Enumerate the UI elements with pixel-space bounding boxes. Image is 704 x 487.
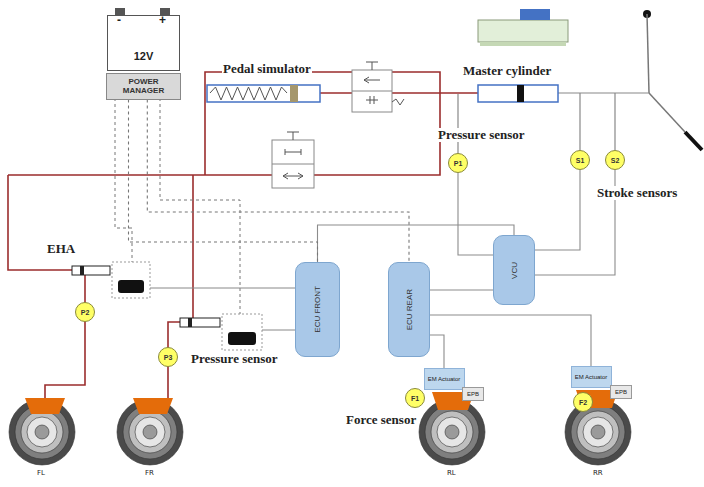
wheel bbox=[431, 411, 473, 453]
master-cylinder bbox=[478, 85, 558, 102]
actuator-box: EM Actuator bbox=[424, 368, 465, 390]
wheel bbox=[117, 399, 183, 465]
part-label: Pressure sensor bbox=[437, 128, 526, 142]
control-unit: VCU bbox=[493, 235, 535, 305]
pedal-simulator bbox=[207, 85, 320, 102]
wheel bbox=[437, 417, 467, 447]
terminal-sign: + bbox=[158, 14, 167, 27]
brake-caliper bbox=[25, 390, 618, 414]
control-unit: ECU FRONT bbox=[295, 262, 340, 357]
node-text: P3 bbox=[164, 354, 173, 361]
sensor-line bbox=[614, 93, 615, 150]
wheel bbox=[35, 425, 49, 439]
power-connector bbox=[129, 100, 318, 263]
callout-number: S2 bbox=[605, 150, 625, 170]
callout-number: P2 bbox=[75, 302, 95, 322]
wheel bbox=[143, 425, 157, 439]
node-text: EM Actuator bbox=[575, 374, 608, 380]
pedal-pad bbox=[520, 9, 550, 20]
control-unit: ECU REAR bbox=[388, 262, 430, 357]
solenoid-valve bbox=[352, 62, 404, 112]
power-line bbox=[115, 98, 240, 314]
wheel-label: FR bbox=[144, 470, 155, 478]
eha-actuator bbox=[72, 262, 295, 298]
sensor-line bbox=[558, 92, 649, 93]
wheel bbox=[571, 405, 625, 459]
sensor-line bbox=[579, 93, 580, 150]
hydraulic-line bbox=[8, 72, 478, 398]
callout-number: P1 bbox=[448, 153, 468, 173]
power-manager-box: POWER MANAGER bbox=[106, 73, 181, 100]
node-text: 12V bbox=[134, 50, 154, 62]
wheel bbox=[129, 411, 171, 453]
node-text: P2 bbox=[81, 309, 90, 316]
part-label: Pedal simulator bbox=[222, 62, 312, 76]
node-text: F1 bbox=[411, 395, 419, 402]
wheel bbox=[591, 425, 605, 439]
node-text: ECU FRONT bbox=[313, 286, 322, 333]
signal-connector bbox=[430, 335, 444, 368]
wheel-label: RR bbox=[592, 470, 604, 478]
eha-actuator bbox=[180, 314, 295, 350]
signal-connector bbox=[318, 225, 515, 262]
node-text: S1 bbox=[576, 157, 585, 164]
wheel bbox=[135, 417, 165, 447]
node-text: F2 bbox=[579, 399, 587, 406]
terminal-sign: - bbox=[116, 14, 122, 27]
node-text: ECU REAR bbox=[405, 289, 414, 330]
node-text: VCU bbox=[510, 262, 519, 279]
wheel-label: RL bbox=[446, 470, 457, 478]
part-label: EHA bbox=[46, 242, 76, 256]
wheel bbox=[9, 399, 75, 465]
node-text: EM Actuator bbox=[428, 376, 461, 382]
node-text: POWER MANAGER bbox=[109, 77, 178, 95]
node-text: S2 bbox=[611, 157, 620, 164]
brake-pedal bbox=[478, 20, 568, 42]
callout-number: P3 bbox=[158, 347, 178, 367]
simulator-piston bbox=[290, 85, 298, 102]
wheel bbox=[9, 399, 631, 465]
pedal-rod bbox=[649, 93, 685, 132]
part-label: Master cylinder bbox=[462, 64, 552, 78]
node-text: P1 bbox=[454, 160, 463, 167]
callout-number: S1 bbox=[570, 150, 590, 170]
epb-box: EPB bbox=[610, 385, 632, 399]
wheel bbox=[425, 405, 479, 459]
wheel bbox=[583, 417, 613, 447]
part-label: Pressure sensor bbox=[190, 352, 279, 366]
pedal-rod bbox=[647, 14, 649, 93]
wheel bbox=[445, 425, 459, 439]
solenoid-valve bbox=[272, 132, 314, 188]
master-piston bbox=[517, 85, 524, 102]
signal-connector bbox=[430, 315, 591, 366]
simulator-spring bbox=[210, 87, 287, 100]
wheel bbox=[577, 411, 619, 453]
part-label: Stroke sensors bbox=[596, 186, 678, 200]
callout-number: F1 bbox=[405, 388, 425, 408]
node-text: EPB bbox=[615, 389, 627, 395]
signal-connector bbox=[430, 289, 493, 290]
pedal-lever bbox=[685, 132, 702, 150]
node-text: EPB bbox=[467, 391, 479, 397]
wheel-label: FL bbox=[36, 470, 46, 478]
signal-connector bbox=[458, 173, 493, 255]
epb-box: EPB bbox=[462, 387, 484, 401]
power-connector bbox=[147, 100, 409, 263]
brake-pedal bbox=[480, 42, 566, 46]
signal-connector bbox=[535, 170, 580, 250]
sensor-line bbox=[457, 94, 458, 153]
wheel bbox=[21, 411, 63, 453]
part-label: Force sensor bbox=[345, 413, 417, 427]
actuator-box: EM Actuator bbox=[571, 366, 612, 388]
wheel bbox=[27, 417, 57, 447]
callout-number: F2 bbox=[573, 392, 593, 412]
